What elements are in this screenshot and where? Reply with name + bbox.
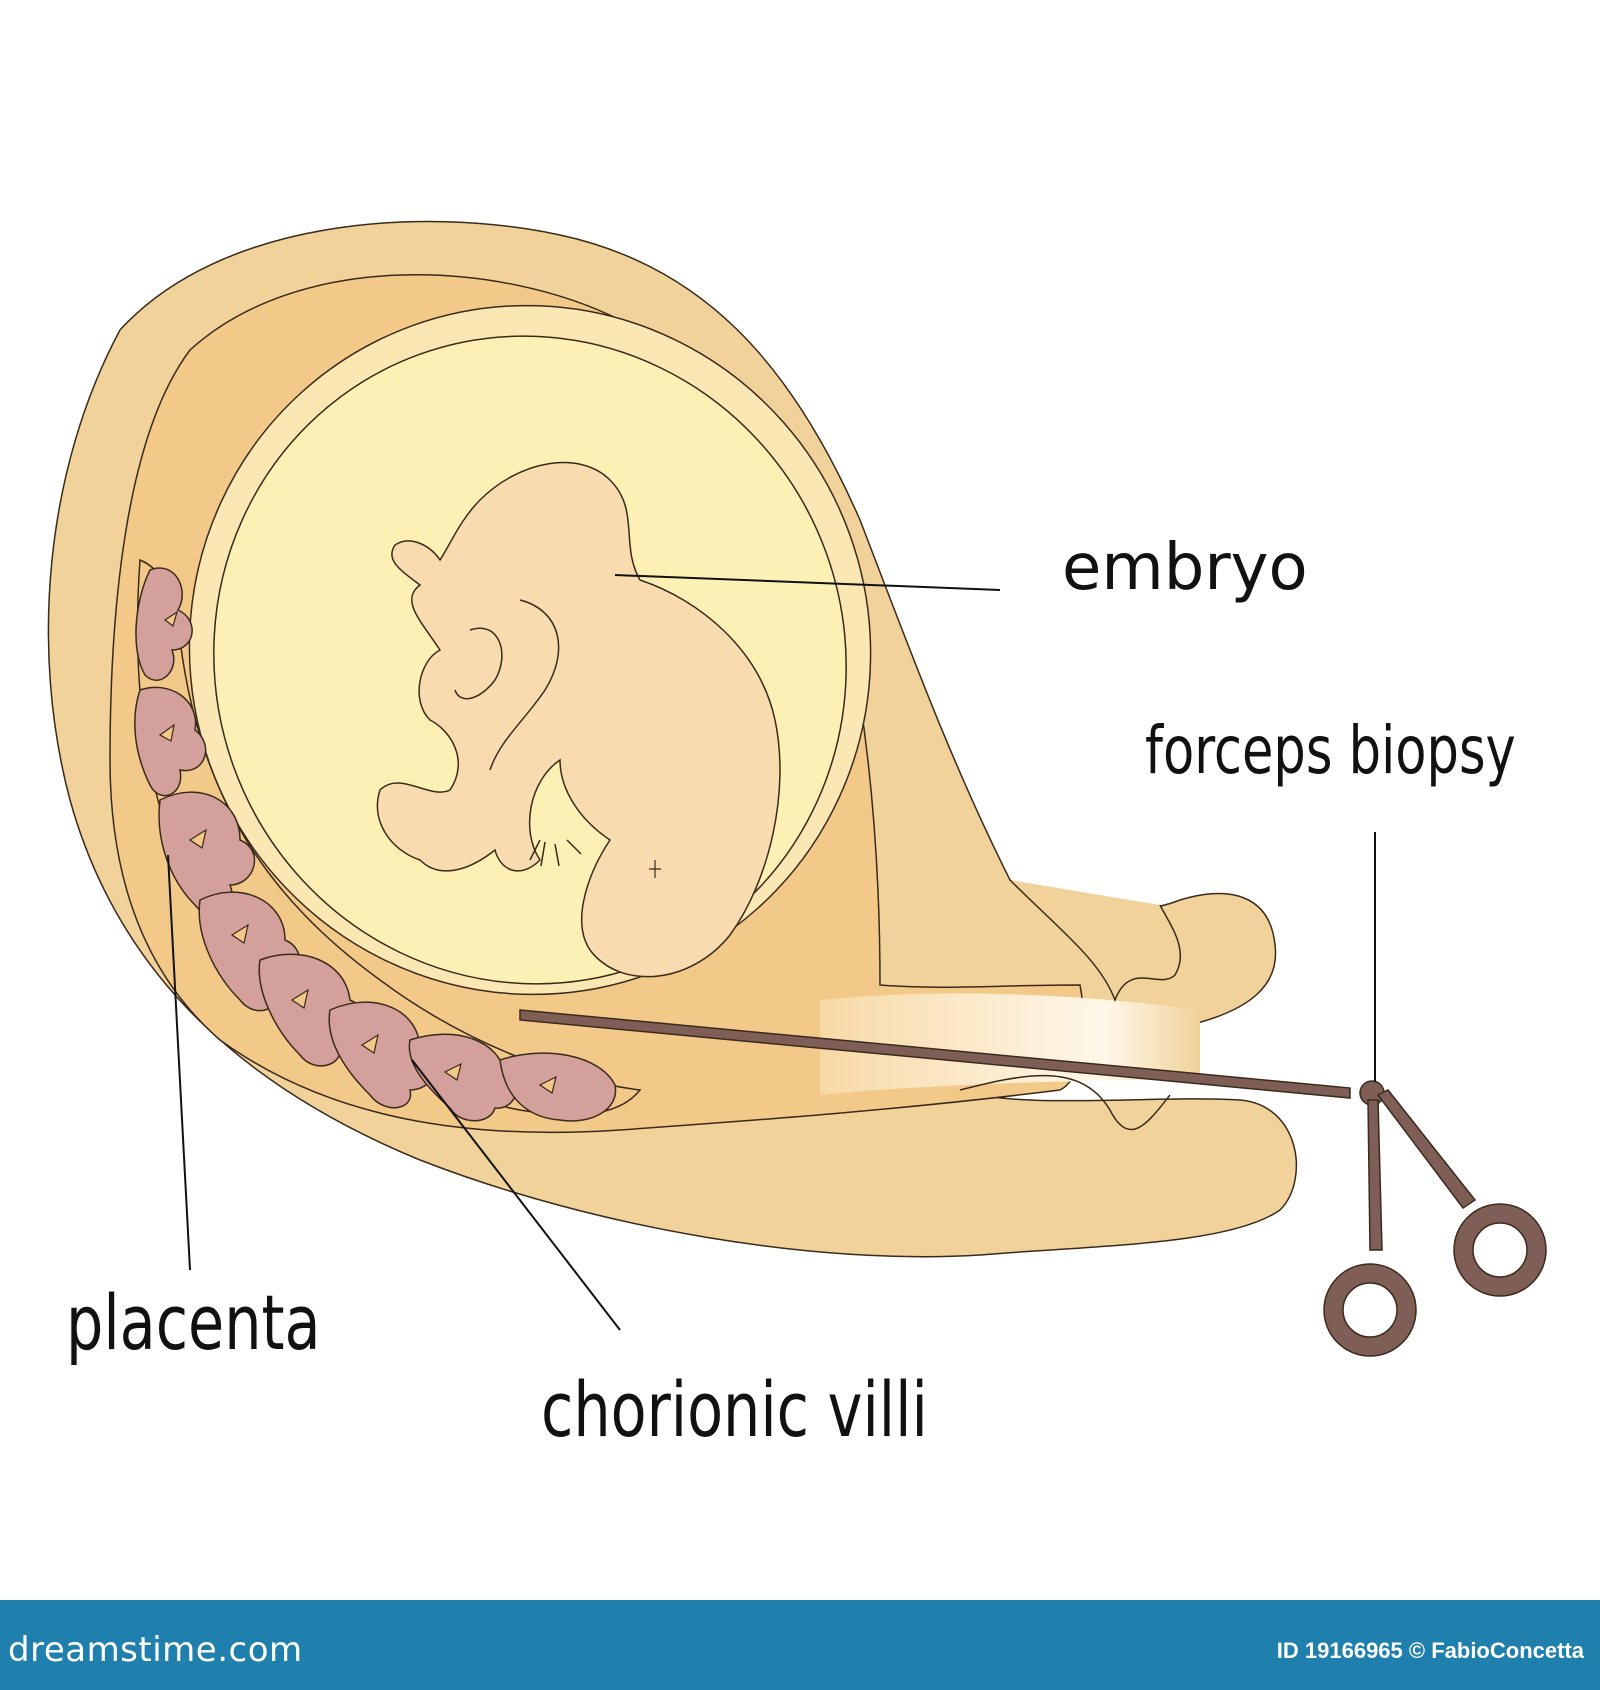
- cervix-lower-fold: [959, 1074, 1171, 1131]
- cervix-upper-fold: [1009, 879, 1182, 1003]
- villi-notches: [158, 610, 557, 1094]
- leader-placenta: [167, 854, 191, 1271]
- label-forceps-biopsy: forceps biopsy: [1145, 712, 1516, 789]
- embryo-curl: [454, 627, 503, 700]
- label-placenta: placenta: [66, 1278, 321, 1367]
- forceps-arm-left: [1367, 1099, 1383, 1251]
- forceps-shaft: [519, 1009, 1351, 1099]
- forceps-ring-right-hole: [1472, 1222, 1528, 1278]
- forceps-arm-right: [1376, 1089, 1477, 1210]
- watermark-footer: dreamstime.com ID 19166965 © FabioConcet…: [0, 1600, 1600, 1690]
- embryo-mark: [649, 860, 661, 878]
- label-chorionic-villi: chorionic villi: [541, 1365, 928, 1454]
- embryo: [376, 461, 781, 978]
- leader-embryo: [614, 574, 1001, 591]
- forceps-instrument: [519, 1009, 1547, 1357]
- cvs-diagram: [47, 220, 1547, 1357]
- embryo-limb: [489, 599, 560, 771]
- leader-villi: [411, 1059, 621, 1331]
- footer-brand: dreamstime.com: [8, 1630, 303, 1670]
- label-embryo: embryo: [1062, 531, 1308, 605]
- footer-credit: ID 19166965 © FabioConcetta: [1276, 1638, 1584, 1663]
- leader-lines: [167, 574, 1376, 1331]
- forceps-ring-left-hole: [1342, 1282, 1398, 1338]
- embryo-hand: [529, 839, 582, 867]
- chorionic-villi: [134, 567, 617, 1122]
